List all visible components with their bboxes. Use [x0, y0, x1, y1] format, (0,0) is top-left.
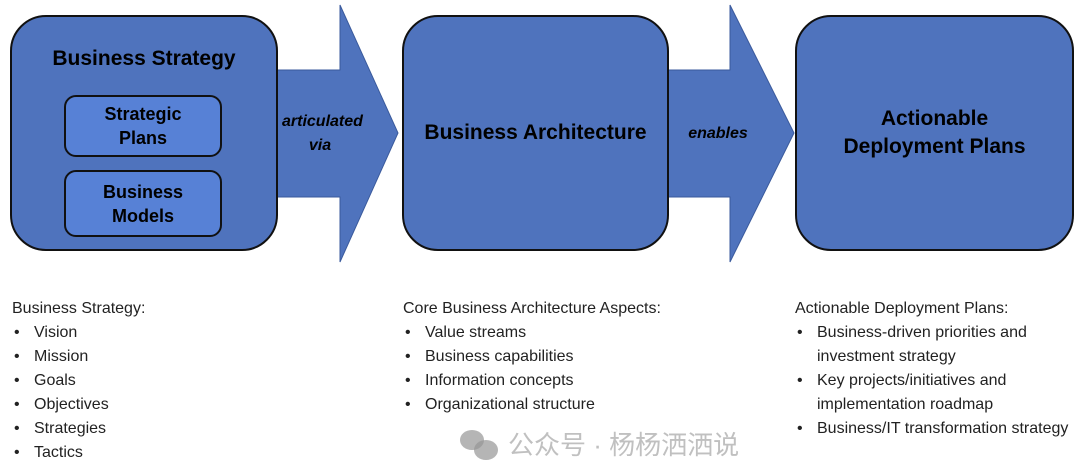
list-item: Business/IT transformation strategy [795, 417, 1075, 441]
list-heading: Core Business Architecture Aspects: [403, 300, 661, 317]
list-item: Key projects/initiatives and implementat… [795, 369, 1075, 417]
list-item: Objectives [12, 393, 312, 417]
business-architecture-title: Business Architecture [424, 121, 647, 144]
list-item: Goals [12, 369, 312, 393]
list-heading: Actionable Deployment Plans: [795, 300, 1009, 317]
strategic-plans-box: Strategic Plans [64, 95, 222, 157]
list-item: Strategies [12, 417, 312, 441]
enables-label: enables [688, 125, 748, 142]
list-item: Tactics [12, 441, 312, 465]
strategy-list: Business Strategy: Vision Mission Goals … [12, 297, 312, 465]
wechat-icon [460, 428, 500, 462]
watermark: 公众号 · 杨杨洒洒说 [460, 428, 739, 462]
watermark-text: 公众号 · 杨杨洒洒说 [508, 430, 740, 460]
deployment-list: Actionable Deployment Plans: Business-dr… [795, 297, 1075, 441]
deployment-plans-title: Actionable Deployment Plans [843, 107, 1026, 158]
arrow-articulated-via [269, 4, 399, 263]
list-heading: Business Strategy: [12, 300, 146, 317]
list-item: Mission [12, 345, 312, 369]
list-item: Value streams [403, 321, 723, 345]
arrow-enables [659, 4, 795, 263]
business-models-box: Business Models [64, 170, 222, 237]
business-architecture-box: Business Architecture [402, 15, 669, 251]
business-strategy-title: Business Strategy [52, 47, 236, 70]
deployment-plans-box: Actionable Deployment Plans [795, 15, 1074, 251]
articulated-via-label: articulated via [282, 113, 363, 154]
list-item: Business-driven priorities and investmen… [795, 321, 1075, 369]
list-item: Organizational structure [403, 393, 723, 417]
list-item: Information concepts [403, 369, 723, 393]
architecture-list: Core Business Architecture Aspects: Valu… [403, 297, 723, 417]
list-item: Business capabilities [403, 345, 723, 369]
list-item: Vision [12, 321, 312, 345]
